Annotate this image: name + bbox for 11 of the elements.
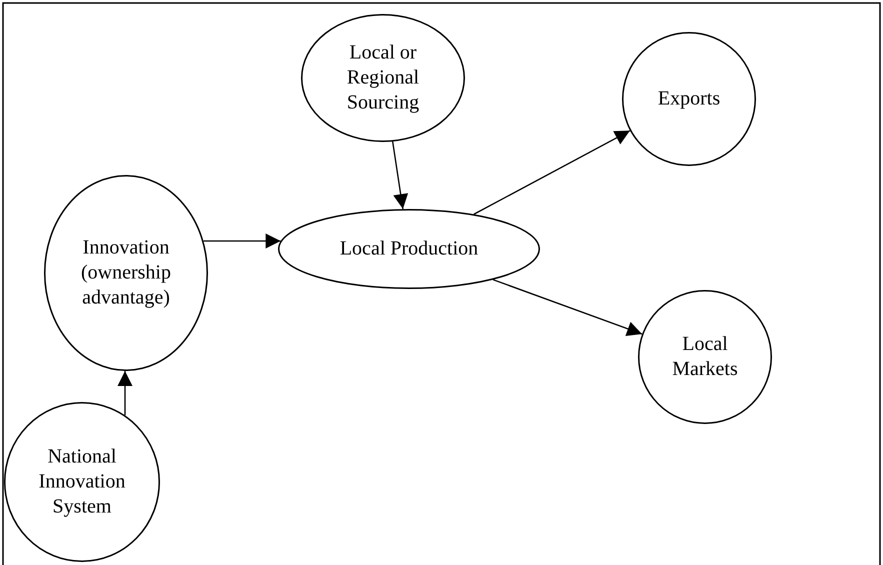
node-label: Local Production (338, 236, 480, 262)
node-label: National Innovation System (38, 444, 126, 520)
node-label: Innovation (ownership advantage) (80, 236, 172, 310)
node-label: Local Markets (671, 332, 739, 382)
arrow (492, 279, 642, 336)
arrow (392, 141, 408, 210)
arrow (204, 234, 281, 248)
arrow (474, 130, 630, 215)
node-label: Local or Regional Sourcing (346, 40, 420, 116)
node-label: Exports (656, 86, 722, 112)
arrow (118, 371, 132, 416)
